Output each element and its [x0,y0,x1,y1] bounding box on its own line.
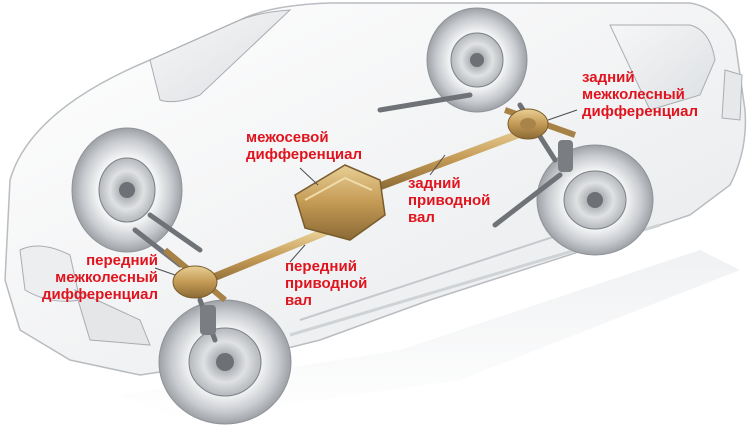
rear-drive-shaft [366,124,539,194]
wheel-rear-right [536,144,654,256]
label-line: задний [582,69,635,86]
rear-light [721,69,743,121]
coil-springs [200,140,573,335]
side-window [609,24,716,111]
front-differential-housing [172,265,218,299]
windshield [149,9,292,103]
wheel-rear-left [426,7,528,113]
wheel-front-right [158,299,292,425]
label-line: вал [285,292,312,309]
label-line: дифференциал [41,286,158,303]
wheel-front-left [71,127,183,253]
label-line: передний [285,258,357,275]
label-center-differential: межосевой дифференциал [246,129,362,163]
label-line: межколесный [55,269,158,286]
front-drive-shaft [191,228,329,289]
grille [74,289,151,346]
label-line: дифференциал [582,103,699,120]
label-line: приводной [408,192,491,209]
label-line: межколесный [582,86,685,103]
label-front-drive-shaft: передний приводной вал [285,258,367,309]
label-line: задний [408,175,461,192]
label-line: передний [86,252,158,269]
transfer-case [294,164,386,241]
label-line: межосевой [246,129,329,146]
label-rear-drive-shaft: задний приводной вал [408,175,490,226]
label-line: приводной [285,275,368,292]
leader-lines [154,109,578,276]
label-line: вал [408,209,435,226]
label-rear-differential: задний межколесный дифференциал [582,69,698,120]
label-front-differential: передний межколесный дифференциал [26,252,158,303]
drivetrain [163,107,577,303]
label-line: дифференциал [246,146,363,163]
